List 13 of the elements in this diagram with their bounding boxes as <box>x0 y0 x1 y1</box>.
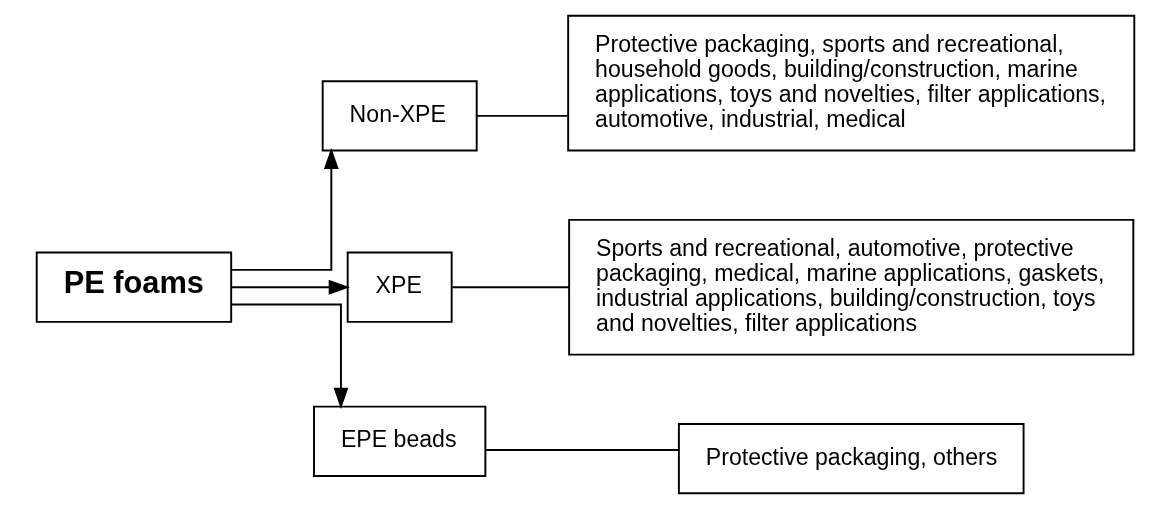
connector <box>484 449 680 451</box>
node-box: Protective packaging, sports and recreational, household goods, building/construction, marine applications, toys and novelties, filter applications, automotive, industrial, medical <box>567 14 1136 152</box>
node-box: EPE beads <box>313 405 487 477</box>
arrow <box>230 279 350 295</box>
arrow <box>230 303 349 409</box>
node-box: PE foams <box>35 251 233 323</box>
node-box: Protective packaging, others <box>677 423 1025 495</box>
connector <box>451 286 570 289</box>
connector <box>475 114 569 117</box>
node-box: Non-XPE <box>321 80 478 152</box>
arrow <box>230 147 339 271</box>
node-box: XPE <box>346 251 453 323</box>
node-box: Sports and recreational, automotive, protective packaging, medical, marine applications, gaskets, industrial applications, building/construction, toys and novelties, filter applications <box>568 218 1135 356</box>
